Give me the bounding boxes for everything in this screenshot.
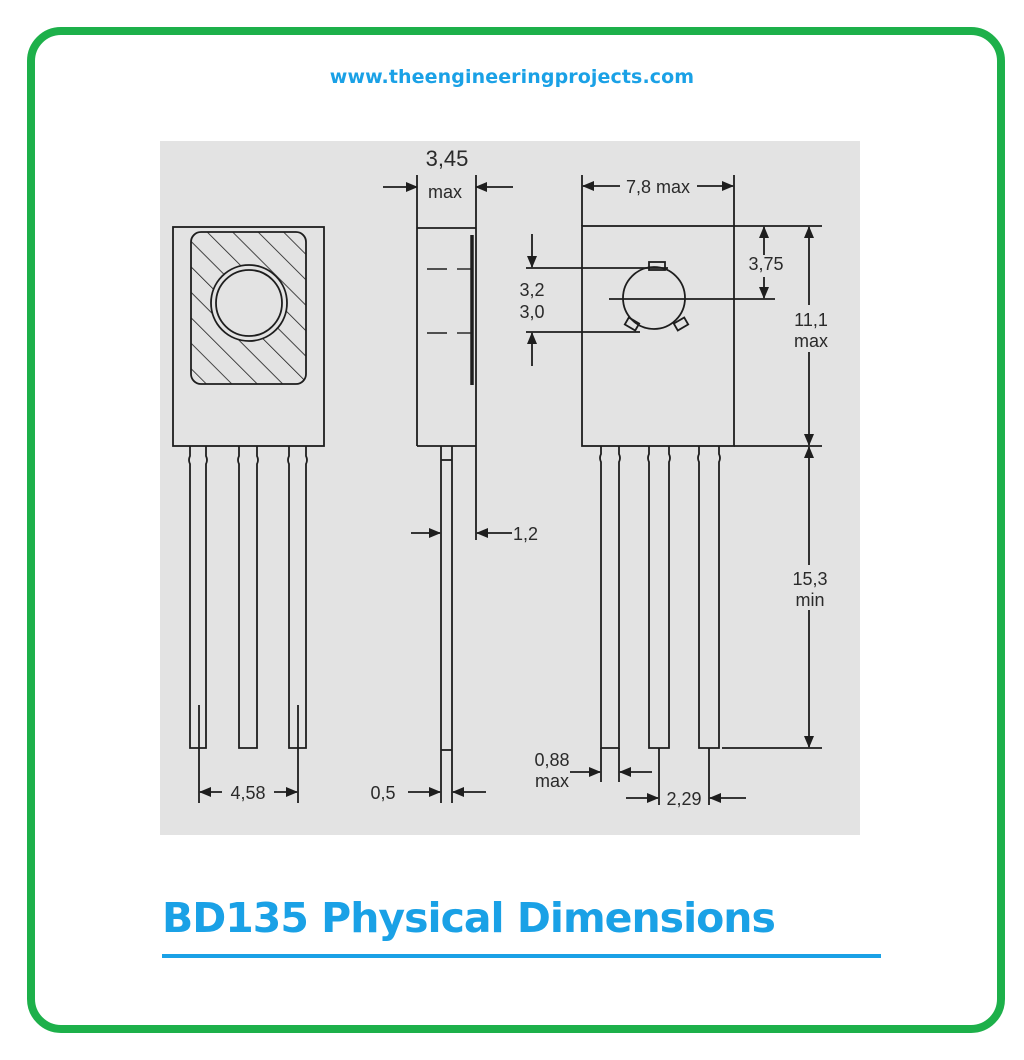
dim-4-58: 4,58 [230, 783, 265, 803]
dim-0-88: 0,88 [534, 750, 569, 770]
caption-underline [162, 954, 881, 958]
dim-1-2: 1,2 [513, 524, 538, 544]
dim-3-75: 3,75 [748, 254, 783, 274]
caption-title[interactable]: BD135 Physical Dimensions [162, 894, 776, 942]
technical-drawing: 3,45 max 7,8 max 3,75 11,1 max 3,2 3,0 1… [172, 146, 828, 809]
dim-3-45-unit: max [428, 182, 462, 202]
dim-0-5: 0,5 [370, 783, 395, 803]
dim-7-8-max: 7,8 max [626, 177, 690, 197]
front-view [172, 226, 325, 803]
site-url[interactable]: www.theengineeringprojects.com [329, 66, 695, 88]
dimension-labels: 3,45 max 7,8 max 3,75 11,1 max 3,2 3,0 1… [230, 146, 828, 809]
back-view [526, 175, 822, 805]
dimension-arrows [199, 181, 814, 803]
dim-11-1: 11,1 [794, 310, 828, 330]
dim-11-1-unit: max [794, 331, 828, 351]
dimension-drawing: 3,45 max 7,8 max 3,75 11,1 max 3,2 3,0 1… [160, 141, 860, 835]
dim-3-2: 3,2 [519, 280, 544, 300]
dim-15-3: 15,3 [792, 569, 827, 589]
dim-3-45: 3,45 [426, 146, 469, 171]
dim-0-88-unit: max [535, 771, 569, 791]
dim-15-3-unit: min [795, 590, 824, 610]
dim-2-29: 2,29 [666, 789, 701, 809]
side-view [416, 175, 477, 803]
dim-3-0: 3,0 [519, 302, 544, 322]
